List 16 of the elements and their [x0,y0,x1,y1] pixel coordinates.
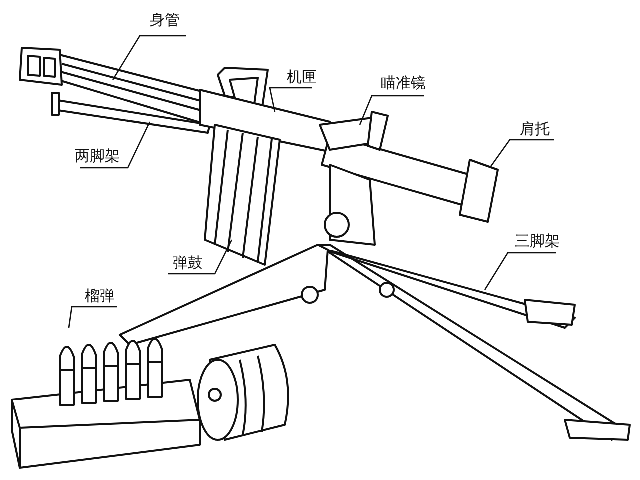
leader-line [168,240,233,275]
part-label: 身管 [150,11,180,29]
leader-line [359,95,424,126]
leader-line [112,35,186,80]
part-label: 弹鼓 [173,254,203,272]
part-label: 机匣 [287,68,317,86]
leader-line [80,122,151,169]
part-label: 三脚架 [515,232,560,250]
part-label: 肩托 [520,120,550,138]
leader-line [68,306,117,328]
leader-line [484,252,556,290]
part-label: 两脚架 [75,147,120,165]
part-label: 榴弹 [85,287,115,305]
leader-line [269,87,312,112]
part-label: 瞄准镜 [381,74,426,92]
leader-line [489,139,554,168]
